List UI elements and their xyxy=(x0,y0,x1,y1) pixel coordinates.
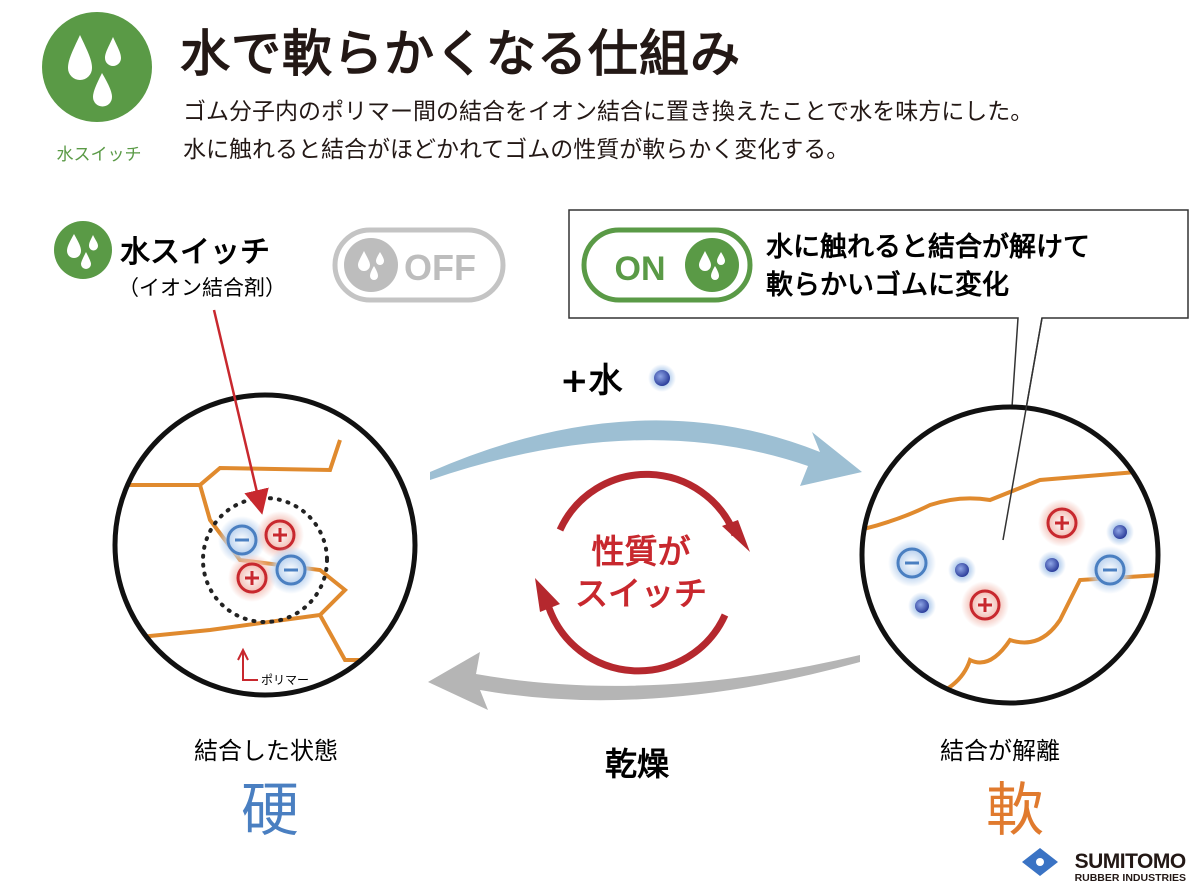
left-caption: 結合した状態 xyxy=(194,737,338,765)
center-line-2: スイッチ xyxy=(575,574,707,613)
polymer-label: ポリマー xyxy=(261,673,309,687)
dry-label: 乾燥 xyxy=(605,745,670,783)
ion-particles xyxy=(888,499,1134,629)
badge-sub: （イオン結合剤） xyxy=(118,276,286,300)
soft-kanji: 軟 xyxy=(986,776,1044,844)
callout-line-2: 軟らかいゴムに変化 xyxy=(766,269,1009,301)
off-label: OFF xyxy=(404,247,476,288)
released-state-circle xyxy=(859,404,1161,706)
water-molecule-icon xyxy=(654,370,670,386)
switch-cycle-arrows-icon xyxy=(544,470,739,675)
pointer-arrow xyxy=(212,309,269,515)
logo-label: 水スイッチ xyxy=(56,145,142,165)
bonded-state-circle xyxy=(112,392,418,698)
center-line-1: 性質が xyxy=(592,532,691,571)
off-switch: OFF xyxy=(332,227,506,303)
water-switch-logo xyxy=(42,12,152,122)
water-drops-icon xyxy=(68,35,121,107)
hard-kanji: 硬 xyxy=(241,776,299,844)
dry-arrow xyxy=(428,652,860,710)
add-water-label: +水 xyxy=(560,361,623,401)
subtitle-line-1: ゴム分子内のポリマー間の結合をイオン結合に置き換えたことで水を味方にした。 xyxy=(183,99,1034,125)
callout-line-1: 水に触れると結合が解けて xyxy=(766,231,1090,263)
left-badge-icon xyxy=(54,221,112,279)
brand: SUMITOMO RUBBER INDUSTRIES xyxy=(1074,850,1187,884)
callout-box: ON 水に触れると結合が解けて 軟らかいゴムに変化 xyxy=(568,209,1189,541)
subtitle-line-2: 水に触れると結合がほどかれてゴムの性質が軟らかく変化する。 xyxy=(183,137,850,163)
water-arrow xyxy=(430,420,862,486)
ion-cluster xyxy=(218,511,315,602)
page-title: 水で軟らかくなる仕組み xyxy=(180,25,741,83)
brand-sub: RUBBER INDUSTRIES xyxy=(1074,872,1186,884)
badge-name: 水スイッチ xyxy=(120,235,270,270)
brand-name: SUMITOMO xyxy=(1074,850,1187,873)
on-drops-icon xyxy=(685,238,739,292)
on-label: ON xyxy=(615,250,666,288)
right-caption: 結合が解離 xyxy=(940,737,1060,765)
water-molecules xyxy=(908,518,1134,620)
